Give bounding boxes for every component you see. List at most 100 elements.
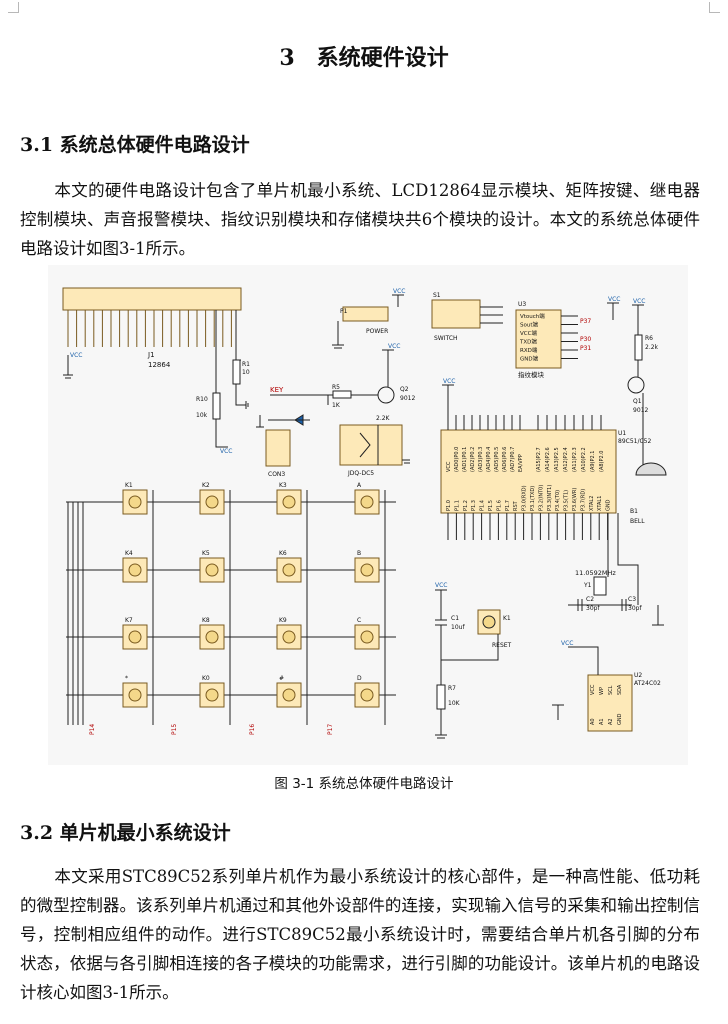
eeprom-pin-label: SCL [608,685,614,695]
label-p31: P31 [580,345,591,352]
paragraph-text: 本文的硬件电路设计包含了单片机最小系统、LCD12864显示模块、矩阵按键、继电… [20,181,700,258]
label-vcc-bell: VCC [633,298,645,305]
key-button [205,495,219,509]
mcu-pin-label: (A8)P2.0 [599,451,605,472]
key-label: # [279,675,284,682]
label-r1-val: 10 [242,369,250,376]
label-vcc-reset: VCC [435,582,447,589]
fp-pin-label: RXD端 [520,346,538,354]
mcu-pin-label: (AD0)P0.0 [454,447,460,472]
mcu-pin-label: RST [513,500,519,511]
label-c1-val: 10uf [451,624,465,631]
circuit-diagram: J1 12864 VCC R1 10 R10 10k VCC P1 POWER … [48,265,688,765]
label-c3: C3 [628,596,636,603]
paragraph-text: 本文采用STC89C52系列单片机作为最小系统设计的核心部件，是一种高性能、低功… [20,867,700,1002]
mcu-pin-label: P3.3(INT1) [547,485,553,511]
label-j1: J1 [147,351,155,359]
label-vcc-relay: VCC [388,343,400,350]
label-jdq: JDQ-DC5 [347,470,374,477]
mcu-pin-label: P3.0(RXD) [522,485,528,511]
eeprom-pin-label: WP [599,687,605,695]
key-button [128,630,142,644]
label-bell: BELL [630,518,645,525]
label-q1: Q1 [633,398,642,405]
label-k1-reset: K1 [503,615,511,622]
key-label: K0 [202,675,210,682]
label-vcc-fp: VCC [608,296,620,303]
key-button [128,495,142,509]
label-mcu: 89C51/C52 [618,438,651,445]
label-u1: U1 [618,430,626,437]
mcu-pin-label: P1.1 [454,500,460,511]
fp-pin-label: VCC端 [520,329,537,337]
eeprom-pin-label: A1 [599,718,605,725]
key-button [128,688,142,702]
mcu-pin-label: EA/VPP [518,454,524,472]
label-fp-title: 指纹模块 [518,370,545,379]
eeprom-pin-label: VCC [590,684,596,695]
label-y1: Y1 [583,582,592,589]
key-button [282,688,296,702]
page-corner-mark [709,2,720,13]
label-r6: R6 [645,335,653,342]
key-button [205,630,219,644]
eeprom-pin-label: A0 [590,718,596,725]
mcu-pin-label: P3.1(TXD) [530,486,536,511]
circuit-figure: J1 12864 VCC R1 10 R10 10k VCC P1 POWER … [48,265,688,765]
mcu-pin-label: P3.2(INT0) [538,485,544,511]
mcu-pin-label: (A13)P2.5 [554,447,560,472]
label-con3: CON3 [268,471,285,478]
label-key: KEY [270,386,284,394]
key-label: K2 [202,482,210,489]
mcu-pin-label: P1.5 [488,500,494,511]
eeprom-pin-label: GND [617,713,623,725]
label-r10-val: 10k [196,412,208,419]
chapter-title-text: 系统硬件设计 [316,45,449,71]
key-label: B [357,550,361,557]
label-p30: P30 [580,336,591,343]
mcu-pin-label: P1.7 [505,500,511,511]
mcu-pin-label: (A9)P2.1 [590,451,596,472]
label-p37: P37 [580,318,591,325]
mcu-pin-label: P3.6(WR) [572,488,578,511]
label-p1: P1 [340,308,348,315]
chapter-title: 3 系统硬件设计 [0,40,728,72]
label-c2-val: 30pf [586,605,600,612]
key-label: A [357,482,362,489]
mcu-pin-label: P1.6 [496,500,502,511]
label-r5-val: 1K [332,402,341,409]
label-vcc-eeprom: VCC [561,640,573,647]
label-b1: B1 [630,508,638,515]
eeprom-pin-label: A2 [608,718,614,725]
key-switch [276,624,302,650]
label-r-relay: 2.2K [376,415,391,422]
key-label: K3 [279,482,287,489]
key-label: K7 [125,617,133,624]
mcu-pin-label: (A10)P2.2 [581,447,587,472]
key-button [360,563,374,577]
label-r7: R7 [448,685,456,692]
label-vcc-power: VCC [393,288,405,295]
key-button [205,688,219,702]
label-c1: C1 [451,615,459,622]
mcu-pin-label: VCC [446,461,452,472]
key-label: K1 [125,482,133,489]
section-heading: 3.1 系统总体硬件电路设计 [20,134,250,156]
label-vcc-r10: VCC [220,448,232,455]
eeprom-pin-label: SDA [617,684,623,695]
key-label: K4 [125,550,133,557]
key-button [282,563,296,577]
mcu-pin-label: P1.2 [463,500,469,511]
key-label: K5 [202,550,210,557]
section-heading: 3.2 单片机最小系统设计 [20,822,231,844]
mcu-pin-label: P1.4 [480,500,486,511]
key-button [282,495,296,509]
label-p15: P15 [171,724,178,735]
key-label: K8 [202,617,210,624]
mcu-pin-label: P3.7(RD) [580,489,586,511]
label-r10: R10 [196,396,208,403]
chapter-number: 3 [279,45,295,71]
label-power: POWER [366,328,388,335]
mcu-pin-label: (AD3)P0.3 [478,447,484,472]
label-c2: C2 [586,596,594,603]
